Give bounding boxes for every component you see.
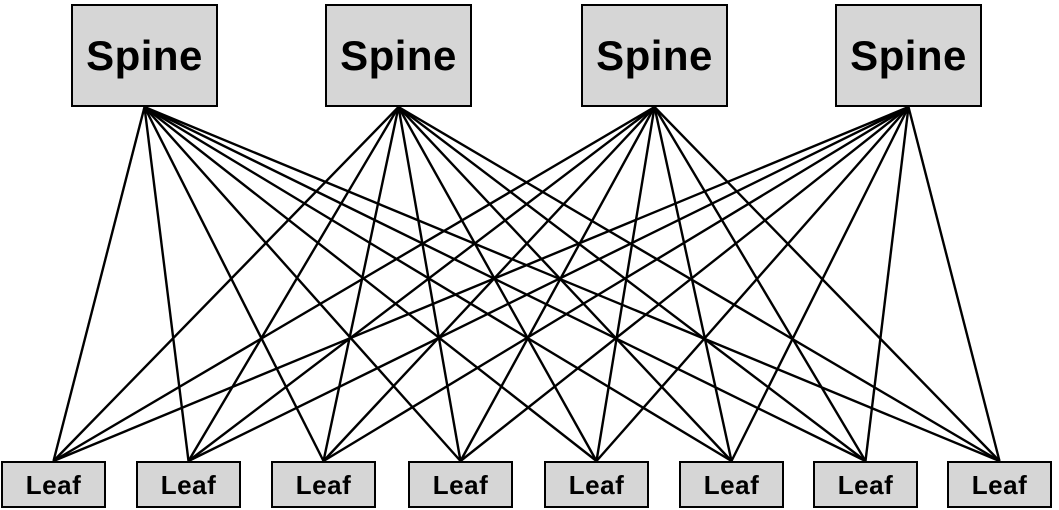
- link-spine-1-leaf-5: [143, 106, 598, 462]
- link-spine-2-leaf-5: [397, 106, 598, 462]
- leaf-node-label: Leaf: [703, 469, 760, 500]
- link-spine-2-leaf-8: [397, 105, 1001, 463]
- link-spine-4-leaf-2: [187, 105, 910, 463]
- leaf-node: Leaf: [947, 461, 1052, 508]
- link-spine-2-leaf-1: [52, 106, 400, 462]
- link-spine-4-leaf-5: [595, 106, 910, 462]
- spine-node: Spine: [325, 4, 472, 107]
- link-spine-4-leaf-7: [864, 106, 910, 462]
- leaf-node-label: Leaf: [25, 469, 82, 500]
- link-spine-3-leaf-6: [653, 106, 733, 462]
- leaf-node-label: Leaf: [568, 469, 625, 500]
- leaf-node-label: Leaf: [160, 469, 217, 500]
- leaf-node-label: Leaf: [837, 469, 894, 500]
- link-spine-4-leaf-8: [907, 106, 1001, 462]
- link-spine-3-leaf-1: [52, 105, 656, 463]
- link-spine-3-leaf-3: [322, 106, 656, 462]
- spine-node: Spine: [71, 4, 218, 107]
- spine-node-label: Spine: [86, 31, 203, 79]
- link-spine-1-leaf-1: [52, 106, 146, 462]
- spine-node-label: Spine: [340, 31, 457, 79]
- link-spine-1-leaf-4: [143, 106, 462, 462]
- leaf-node: Leaf: [408, 461, 513, 508]
- spine-node-label: Spine: [596, 31, 713, 79]
- link-spine-3-leaf-7: [653, 106, 867, 462]
- leaf-node: Leaf: [136, 461, 241, 508]
- link-spine-2-leaf-2: [187, 106, 400, 462]
- link-spine-3-leaf-2: [187, 106, 656, 462]
- link-spine-4-leaf-3: [322, 105, 910, 463]
- link-spine-2-leaf-4: [397, 106, 462, 462]
- link-spine-3-leaf-8: [653, 106, 1001, 462]
- leaf-node: Leaf: [271, 461, 376, 508]
- leaf-node-label: Leaf: [432, 469, 489, 500]
- link-spine-3-leaf-5: [595, 106, 656, 462]
- link-spine-2-leaf-7: [397, 106, 867, 462]
- leaf-node-label: Leaf: [295, 469, 352, 500]
- link-spine-1-leaf-7: [143, 105, 867, 463]
- link-spine-2-leaf-6: [397, 106, 733, 462]
- link-spine-4-leaf-4: [459, 106, 910, 462]
- leaf-node-label: Leaf: [971, 469, 1028, 500]
- link-spine-3-leaf-4: [459, 106, 656, 462]
- link-spine-1-leaf-8: [144, 105, 1000, 463]
- leaf-node: Leaf: [813, 461, 918, 508]
- link-spine-1-leaf-3: [143, 106, 325, 462]
- spine-node: Spine: [581, 4, 728, 107]
- link-spine-4-leaf-1: [53, 105, 909, 463]
- link-spine-1-leaf-2: [143, 106, 190, 462]
- spine-node-label: Spine: [850, 31, 967, 79]
- spine-node: Spine: [835, 4, 982, 107]
- leaf-node: Leaf: [679, 461, 784, 508]
- link-spine-4-leaf-6: [730, 106, 910, 462]
- leaf-node: Leaf: [1, 461, 106, 508]
- link-spine-2-leaf-3: [322, 106, 400, 462]
- leaf-node: Leaf: [544, 461, 649, 508]
- link-spine-1-leaf-6: [143, 105, 733, 463]
